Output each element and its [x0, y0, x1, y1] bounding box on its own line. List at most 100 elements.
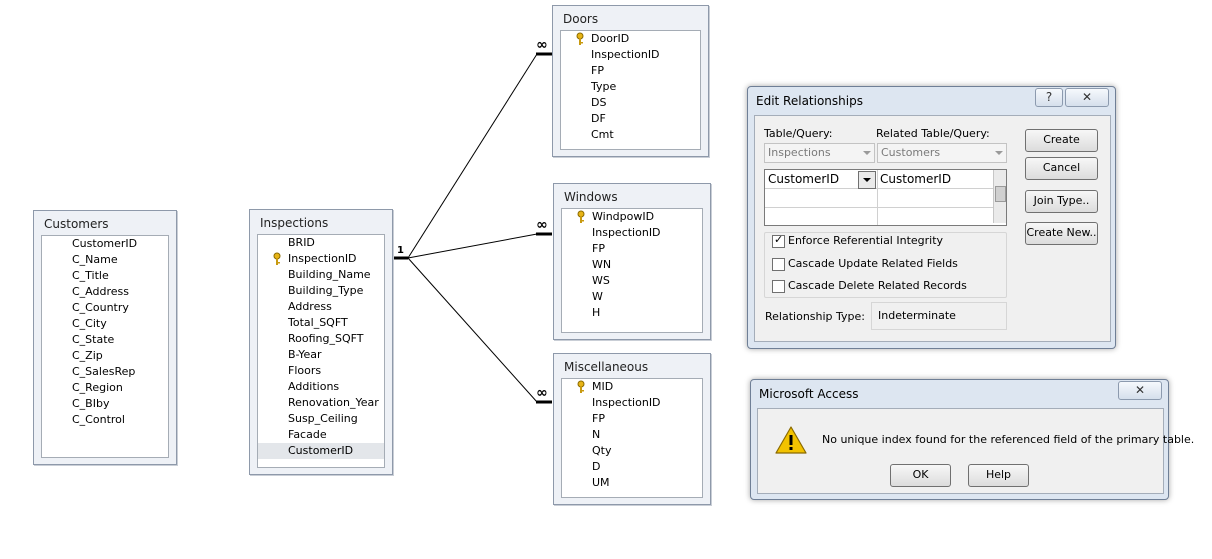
left-field-cell[interactable]: CustomerID: [768, 172, 840, 186]
field-list[interactable]: MID InspectionID FP N Qty D UM: [561, 378, 703, 498]
field-item[interactable]: Qty: [592, 444, 612, 457]
field-item[interactable]: W: [592, 290, 603, 303]
field-item[interactable]: D: [592, 460, 601, 473]
field-item[interactable]: Renovation_Year: [288, 396, 379, 409]
field-item[interactable]: C_Control: [72, 413, 125, 426]
field-item-primary-key[interactable]: MID: [562, 379, 702, 395]
field-item[interactable]: DF: [591, 112, 606, 125]
error-message: No unique index found for the referenced…: [822, 433, 1195, 446]
field-list[interactable]: BRID InspectionID Building_Name Building…: [257, 234, 385, 468]
field-item-primary-key[interactable]: InspectionID: [258, 251, 384, 267]
field-list[interactable]: DoorID InspectionID FP Type DS DF Cmt: [560, 30, 701, 150]
table-query-label: Table/Query:: [764, 127, 833, 140]
field-item[interactable]: Cmt: [591, 128, 614, 141]
field-item[interactable]: Additions: [288, 380, 340, 393]
table-doors[interactable]: Doors DoorID InspectionID FP Type DS DF …: [552, 5, 709, 157]
field-item[interactable]: InspectionID: [592, 226, 661, 239]
field-item[interactable]: UM: [592, 476, 610, 489]
chevron-down-icon: [995, 151, 1003, 155]
field-item[interactable]: Building_Type: [288, 284, 364, 297]
field-item-primary-key[interactable]: WindpowID: [562, 209, 702, 225]
primary-key-icon: [273, 252, 281, 265]
help-button[interactable]: ?: [1035, 88, 1063, 107]
table-title: Customers: [44, 217, 109, 231]
field-item-selected[interactable]: CustomerID: [258, 443, 384, 459]
field-item[interactable]: C_City: [72, 317, 107, 330]
field-label: InspectionID: [288, 252, 357, 265]
help-button[interactable]: Help: [968, 464, 1029, 487]
field-item[interactable]: C_Region: [72, 381, 123, 394]
field-list[interactable]: CustomerID C_Name C_Title C_Address C_Co…: [41, 235, 169, 458]
field-item[interactable]: C_State: [72, 333, 115, 346]
enforce-integrity-checkbox[interactable]: ✓: [772, 233, 785, 248]
dialog-title: Edit Relationships: [756, 94, 863, 108]
table-title: Doors: [563, 12, 599, 26]
table-customers[interactable]: Customers CustomerID C_Name C_Title C_Ad…: [33, 210, 177, 465]
field-item[interactable]: InspectionID: [592, 396, 661, 409]
field-item[interactable]: B-Year: [288, 348, 322, 361]
table-inspections[interactable]: Inspections BRID InspectionID Building_N…: [249, 209, 393, 475]
field-item[interactable]: FP: [592, 412, 605, 425]
rel-line-windows: [407, 233, 538, 259]
primary-key-icon: [576, 32, 584, 45]
close-icon: ✕: [1134, 383, 1146, 397]
field-item[interactable]: C_Title: [72, 269, 109, 282]
table-query-select[interactable]: Inspections: [764, 143, 875, 163]
relationship-type-value: Indeterminate: [871, 302, 1007, 330]
field-item[interactable]: InspectionID: [591, 48, 660, 61]
right-field-cell[interactable]: CustomerID: [880, 172, 952, 186]
field-item[interactable]: Type: [591, 80, 617, 93]
cascade-update-checkbox[interactable]: [772, 258, 785, 271]
grid-scrollbar[interactable]: [993, 170, 1006, 223]
many-cardinality-doors: ∞: [536, 37, 548, 53]
field-item[interactable]: Floors: [288, 364, 322, 377]
field-dropdown-button[interactable]: [858, 171, 876, 189]
field-item[interactable]: N: [592, 428, 601, 441]
create-button[interactable]: Create: [1025, 129, 1098, 152]
field-item[interactable]: BRID: [288, 236, 315, 249]
field-item[interactable]: Susp_Ceiling: [288, 412, 358, 425]
field-item[interactable]: WN: [592, 258, 612, 271]
field-item[interactable]: FP: [592, 242, 605, 255]
join-type-button[interactable]: Join Type..: [1025, 190, 1098, 213]
field-label: MID: [592, 380, 614, 393]
primary-key-icon: [577, 210, 585, 223]
table-windows[interactable]: Windows WindpowID InspectionID FP WN WS …: [553, 183, 711, 340]
scrollbar-thumb[interactable]: [995, 186, 1006, 202]
cascade-update-label: Cascade Update Related Fields: [788, 257, 958, 270]
field-mapping-grid[interactable]: CustomerID CustomerID: [764, 169, 1007, 226]
field-item[interactable]: DS: [591, 96, 607, 109]
close-button[interactable]: ✕: [1118, 381, 1162, 400]
field-item[interactable]: Facade: [288, 428, 327, 441]
field-item[interactable]: WS: [592, 274, 610, 287]
field-item[interactable]: C_Address: [72, 285, 129, 298]
rel-line-misc: [407, 257, 538, 403]
field-item[interactable]: Address: [288, 300, 332, 313]
field-label: DoorID: [591, 32, 630, 45]
field-item[interactable]: C_Zip: [72, 349, 103, 362]
dialog-body: Table/Query: Related Table/Query: Inspec…: [754, 115, 1111, 342]
field-list[interactable]: WindpowID InspectionID FP WN WS W H: [561, 208, 703, 333]
field-item[interactable]: C_SalesRep: [72, 365, 136, 378]
related-table-label: Related Table/Query:: [876, 127, 990, 140]
table-title: Miscellaneous: [564, 360, 649, 374]
table-miscellaneous[interactable]: Miscellaneous MID InspectionID FP N Qty …: [553, 353, 711, 505]
cascade-delete-checkbox[interactable]: [772, 280, 785, 293]
field-item-primary-key[interactable]: DoorID: [561, 31, 700, 47]
field-item[interactable]: FP: [591, 64, 604, 77]
ok-button[interactable]: OK: [890, 464, 951, 487]
field-item[interactable]: Total_SQFT: [288, 316, 348, 329]
field-item[interactable]: H: [592, 306, 601, 319]
field-item[interactable]: CustomerID: [72, 237, 138, 250]
related-table-select[interactable]: Customers: [877, 143, 1007, 163]
cancel-button[interactable]: Cancel: [1025, 157, 1098, 180]
field-item[interactable]: C_BIby: [72, 397, 110, 410]
many-cardinality-windows: ∞: [536, 217, 548, 233]
close-button[interactable]: ✕: [1065, 88, 1109, 107]
field-item[interactable]: C_Country: [72, 301, 129, 314]
create-new-button[interactable]: Create New..: [1025, 222, 1098, 245]
field-item[interactable]: Roofing_SQFT: [288, 332, 364, 345]
field-item[interactable]: Building_Name: [288, 268, 371, 281]
chevron-down-icon: [863, 151, 871, 155]
field-item[interactable]: C_Name: [72, 253, 118, 266]
